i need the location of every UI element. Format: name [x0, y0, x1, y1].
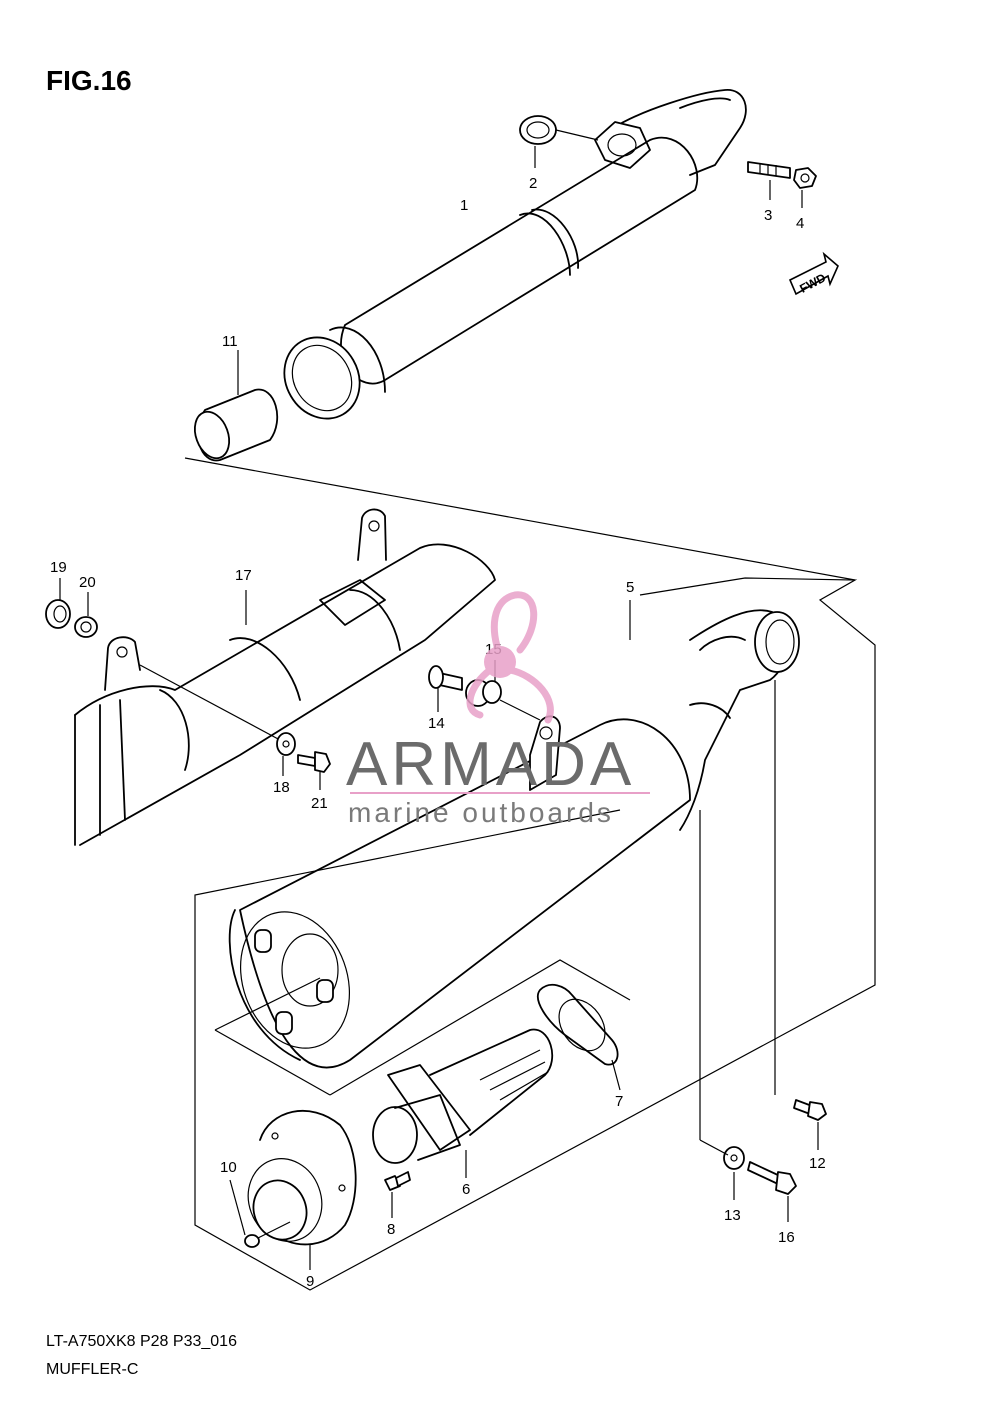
guide-line-upper — [184, 457, 856, 581]
nut-part-4 — [793, 167, 817, 208]
callout-4: 4 — [796, 215, 804, 232]
muffler-upper — [283, 89, 747, 420]
callout-20: 20 — [79, 574, 96, 591]
callout-1: 1 — [460, 197, 468, 214]
watermark-brand: ARMADA — [346, 730, 635, 799]
callout-6: 6 — [462, 1181, 470, 1198]
callout-5: 5 — [626, 579, 634, 596]
callout-10: 10 — [220, 1159, 237, 1176]
callout-14: 14 — [428, 715, 445, 732]
grommet-part-19 — [45, 578, 71, 629]
bolt-part-21 — [297, 751, 331, 790]
armada-watermark: ARMADA marine outboards — [346, 591, 650, 828]
callout-2: 2 — [529, 175, 537, 192]
muffler-lower-part-5 — [194, 577, 876, 1291]
screw-part-10 — [229, 1179, 291, 1248]
heat-shield-part-17 — [74, 508, 496, 846]
callout-8: 8 — [387, 1221, 395, 1238]
callout-17: 17 — [235, 567, 252, 584]
callout-7: 7 — [615, 1093, 623, 1110]
figure-title: FIG.16 — [46, 65, 132, 96]
washer-part-18 — [276, 732, 296, 776]
callout-3: 3 — [764, 207, 772, 224]
callout-16: 16 — [778, 1229, 795, 1246]
callout-19: 19 — [50, 559, 67, 576]
callout-21: 21 — [311, 795, 328, 812]
propeller-logo — [466, 591, 554, 724]
screw-part-8 — [384, 1171, 411, 1218]
callout-11: 11 — [222, 333, 238, 350]
forward-direction-badge: FWD — [788, 251, 839, 296]
bolt-part-16 — [747, 1161, 797, 1222]
gasket-ring-part-2 — [519, 115, 599, 168]
washer-part-13 — [699, 810, 745, 1200]
callout-18: 18 — [273, 779, 290, 796]
callout-12: 12 — [809, 1155, 826, 1172]
end-cap-part-9 — [247, 1109, 357, 1270]
footer-name: MUFFLER-C — [46, 1361, 138, 1378]
spark-arrester-part-6 — [372, 1028, 554, 1178]
sleeve-part-11 — [193, 350, 279, 462]
callout-9: 9 — [306, 1273, 314, 1290]
bolt-part-12 — [774, 680, 827, 1150]
collar-part-14 — [428, 665, 463, 712]
stud-bolt-part-3 — [747, 161, 791, 200]
watermark-tagline: marine outboards — [348, 797, 614, 828]
gasket-part-7 — [537, 983, 621, 1091]
callout-13: 13 — [724, 1207, 741, 1224]
collar-part-20 — [74, 592, 98, 638]
footer-code: LT-A750XK8 P28 P33_016 — [46, 1333, 237, 1350]
